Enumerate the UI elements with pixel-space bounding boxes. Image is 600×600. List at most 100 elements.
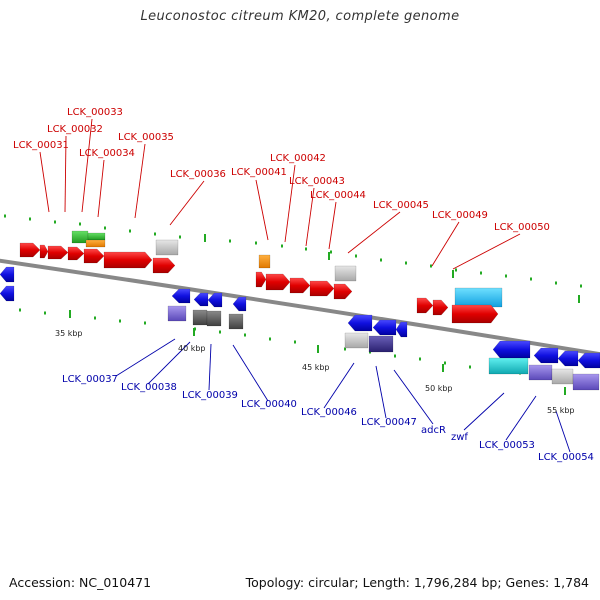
gene-gray-3[interactable] — [551, 368, 574, 385]
leader-line-14 — [147, 341, 191, 385]
gene-green-1[interactable] — [71, 230, 89, 244]
scale-label-35: 35 kbp — [55, 329, 83, 338]
gene-label-lck-00046[interactable]: LCK_00046 — [301, 407, 357, 418]
major-tick-lower-2 — [317, 345, 319, 353]
minor-tick-upper-21 — [530, 277, 532, 281]
major-tick-lower-1 — [193, 328, 195, 336]
gene-label-lck-00043[interactable]: LCK_00043 — [289, 176, 345, 187]
gene-lck-00033[interactable] — [47, 245, 69, 260]
gene-adcr[interactable] — [395, 321, 408, 338]
gene-lck-00034b[interactable] — [83, 248, 105, 264]
minor-tick-upper-12 — [305, 247, 307, 251]
gene-lck-00047a[interactable] — [372, 319, 397, 336]
gene-orange-1[interactable] — [85, 239, 106, 248]
gene-lck-00037a[interactable] — [171, 288, 191, 304]
gene-label-lck-00050[interactable]: LCK_00050 — [494, 222, 550, 233]
minor-tick-upper-4 — [104, 226, 106, 230]
gene-green-2[interactable] — [87, 232, 106, 241]
minor-tick-lower-7 — [244, 333, 246, 337]
minor-tick-upper-3 — [79, 222, 81, 226]
gene-lck-00053[interactable] — [528, 364, 553, 381]
gene-label-lck-00035[interactable]: LCK_00035 — [118, 132, 174, 143]
gene-label-lck-00047[interactable]: LCK_00047 — [361, 417, 417, 428]
gene-label-lck-00045[interactable]: LCK_00045 — [373, 200, 429, 211]
gene-lck-00046[interactable] — [344, 332, 369, 349]
gene-lck-00043[interactable] — [289, 277, 311, 294]
leader-line-17 — [323, 362, 355, 409]
minor-tick-upper-22 — [555, 281, 557, 285]
gene-lck-00050[interactable] — [451, 304, 499, 324]
gene-lck-00042[interactable] — [265, 273, 291, 291]
major-tick-lower-0 — [69, 310, 71, 318]
gene-label-lck-00038[interactable]: LCK_00038 — [121, 382, 177, 393]
minor-tick-upper-19 — [480, 271, 482, 275]
gene-lck-00045[interactable] — [333, 283, 353, 300]
gene-rev-0b[interactable] — [0, 285, 15, 302]
gene-rev-0[interactable] — [0, 266, 15, 283]
gene-lck-00038[interactable] — [192, 309, 208, 326]
gene-lck-00040[interactable] — [228, 313, 244, 330]
gene-label-adcr[interactable]: adcR — [421, 425, 446, 436]
minor-tick-lower-9 — [294, 340, 296, 344]
major-tick-upper-1 — [328, 252, 330, 260]
gene-lck-00039[interactable] — [206, 310, 222, 327]
gene-label-lck-00031[interactable]: LCK_00031 — [13, 140, 69, 151]
leader-line-22 — [555, 410, 571, 453]
leader-line-18 — [375, 365, 387, 419]
major-tick-upper-3 — [578, 295, 580, 303]
gene-label-lck-00033[interactable]: LCK_00033 — [67, 107, 123, 118]
gene-label-lck-00041[interactable]: LCK_00041 — [231, 167, 287, 178]
leader-line-4 — [134, 143, 146, 219]
minor-tick-lower-1 — [44, 311, 46, 315]
gene-lck-00054a[interactable] — [577, 352, 600, 369]
gene-label-lck-00053[interactable]: LCK_00053 — [479, 440, 535, 451]
gene-label-lck-00034[interactable]: LCK_00034 — [79, 148, 135, 159]
gene-label-lck-00032[interactable]: LCK_00032 — [47, 124, 103, 135]
gene-label-lck-00042[interactable]: LCK_00042 — [270, 153, 326, 164]
leader-line-8 — [305, 187, 315, 247]
gene-lck-00046a[interactable] — [347, 314, 373, 332]
gene-lck-00038b[interactable] — [207, 292, 223, 308]
gene-lck-00052[interactable] — [533, 347, 559, 364]
major-tick-upper-2 — [452, 270, 454, 278]
gene-lck-00054[interactable] — [572, 373, 600, 391]
gene-cyan-1[interactable] — [454, 287, 503, 308]
gene-lck-00031[interactable] — [19, 242, 41, 258]
gene-label-zwf[interactable]: zwf — [451, 432, 468, 443]
gene-lck-00049[interactable] — [432, 299, 449, 316]
gene-label-lck-00039[interactable]: LCK_00039 — [182, 390, 238, 401]
minor-tick-lower-2 — [94, 316, 96, 320]
leader-line-6 — [255, 179, 269, 241]
gene-zwf-a[interactable] — [492, 340, 531, 359]
gene-lck-00047[interactable] — [368, 335, 394, 353]
gene-lck-00035[interactable] — [103, 251, 153, 269]
gene-lck-00048[interactable] — [416, 297, 434, 314]
minor-tick-lower-6 — [219, 330, 221, 334]
gene-lck-00041[interactable] — [255, 271, 267, 288]
gene-lck-00040a[interactable] — [232, 296, 247, 312]
gene-label-lck-00054[interactable]: LCK_00054 — [538, 452, 594, 463]
genome-summary-text: Topology: circular; Length: 1,796,284 bp… — [245, 575, 589, 590]
minor-tick-lower-4 — [144, 321, 146, 325]
gene-lck-00032[interactable] — [39, 244, 49, 259]
gene-gray-1[interactable] — [155, 239, 179, 256]
gene-features — [0, 230, 600, 391]
gene-lck-00036[interactable] — [152, 257, 176, 274]
reverse-gene-labels: LCK_00037 LCK_00038 LCK_00039 LCK_00040 … — [62, 374, 594, 463]
gene-label-lck-00037[interactable]: LCK_00037 — [62, 374, 118, 385]
gene-label-lck-00040[interactable]: LCK_00040 — [241, 399, 297, 410]
minor-tick-lower-10 — [344, 347, 346, 351]
gene-lck-00037[interactable] — [167, 305, 187, 322]
gene-zwf[interactable] — [488, 357, 529, 375]
gene-label-lck-00049[interactable]: LCK_00049 — [432, 210, 488, 221]
gene-lck-00044[interactable] — [309, 280, 335, 297]
gene-gray-2[interactable] — [334, 265, 357, 282]
gene-label-lck-00036[interactable]: LCK_00036 — [170, 169, 226, 180]
leader-line-12 — [452, 233, 521, 270]
minor-tick-lower-12 — [394, 354, 396, 358]
gene-lck-00053a[interactable] — [557, 350, 579, 367]
gene-lck-00034[interactable] — [67, 246, 85, 261]
gene-lck-00038a[interactable] — [193, 292, 209, 307]
gene-label-lck-00044[interactable]: LCK_00044 — [310, 190, 366, 201]
gene-orange-2[interactable] — [258, 254, 271, 269]
